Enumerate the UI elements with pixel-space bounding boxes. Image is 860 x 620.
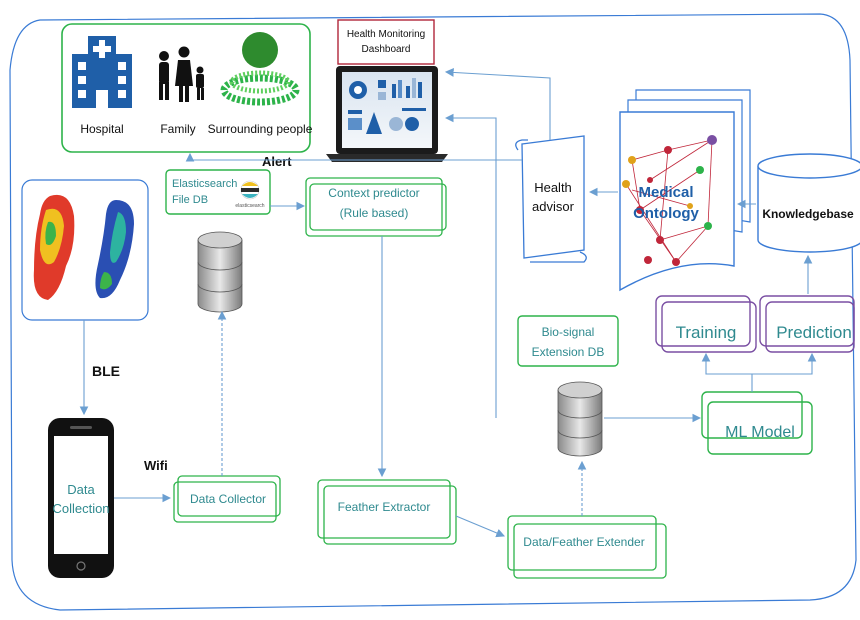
- stakeholder-box: [61, 23, 311, 153]
- connector-biodb-to-dashboard: [444, 113, 497, 418]
- ml-model-label: ML Model: [725, 424, 795, 441]
- knowledgebase-cylinder: [757, 153, 860, 253]
- biosignal-db-box: [517, 315, 619, 367]
- arrow-advisor-to-alert: [185, 152, 522, 162]
- right-insole-pressure-map: [95, 200, 134, 299]
- left-insole-pressure-map: [33, 194, 75, 300]
- context-predictor-line1: Context predictor: [328, 186, 419, 200]
- family-icon: [159, 46, 204, 102]
- dashboard-title-box: [337, 19, 435, 65]
- data-collector-box: [173, 475, 281, 523]
- dashboard-title-line2: Dashboard: [362, 44, 411, 55]
- connectors: [79, 68, 817, 538]
- biosignal-db-line2: Extension DB: [532, 345, 605, 359]
- family-label: Family: [160, 122, 195, 136]
- data-collector-label: Data Collector: [190, 492, 266, 506]
- data-collection-line1: Data: [67, 482, 95, 497]
- elasticsearch-logo-text: elasticsearch: [235, 203, 264, 209]
- feather-extractor-box: [317, 479, 457, 545]
- arrow-extractor-to-extender: [455, 515, 506, 538]
- knowledgebase-label: Knowledgebase: [762, 207, 854, 221]
- wifi-label: Wifi: [144, 458, 168, 473]
- prediction-box: [759, 295, 855, 353]
- context-predictor-line2: (Rule based): [340, 206, 409, 220]
- smartphone-icon: [48, 418, 114, 578]
- elasticsearch-box: [165, 169, 271, 215]
- outer-boundary: [9, 13, 857, 611]
- health-advisor-line1: Health: [534, 180, 572, 195]
- hospital-icon: [72, 36, 132, 108]
- surrounding-people-label: Surrounding people: [208, 122, 313, 136]
- ontology-graph-icon: [625, 139, 713, 263]
- data-feather-extender-label: Data/Feather Extender: [523, 535, 644, 549]
- arrow-ml-to-prediction: [752, 352, 817, 375]
- elasticsearch-line1: Elasticsearch: [172, 178, 237, 190]
- medical-ontology-line1: Medical: [638, 184, 693, 201]
- health-advisor-scroll: [515, 135, 587, 263]
- ml-model-box: [701, 391, 813, 455]
- insole-box: [21, 179, 149, 321]
- training-box: [655, 295, 757, 353]
- data-collection-line2: Collection: [52, 501, 109, 516]
- elasticsearch-line2: File DB: [172, 194, 208, 206]
- file-db-cylinder-icon: [197, 231, 243, 313]
- context-predictor-box: [305, 177, 447, 237]
- biosignal-db-line1: Bio-signal: [542, 325, 595, 339]
- alert-label: Alert: [262, 154, 292, 169]
- health-advisor-line2: advisor: [532, 199, 575, 214]
- arrow-ml-to-training: [701, 352, 753, 392]
- dashboard-title-line1: Health Monitoring: [347, 29, 425, 40]
- surrounding-people-icon: [220, 32, 300, 106]
- training-label: Training: [676, 323, 737, 342]
- ontology-nodes: [622, 135, 717, 266]
- ble-label: BLE: [92, 363, 120, 379]
- dashboard-laptop-icon: [326, 66, 448, 162]
- biosignal-db-cylinder-icon: [557, 381, 603, 457]
- arrow-advisor-to-dashboard: [444, 68, 551, 140]
- prediction-label: Prediction: [776, 323, 852, 342]
- medical-ontology-line2: Ontology: [633, 205, 699, 222]
- feather-extractor-label: Feather Extractor: [338, 500, 431, 514]
- hospital-label: Hospital: [80, 122, 123, 136]
- elasticsearch-logo-icon: [240, 180, 260, 200]
